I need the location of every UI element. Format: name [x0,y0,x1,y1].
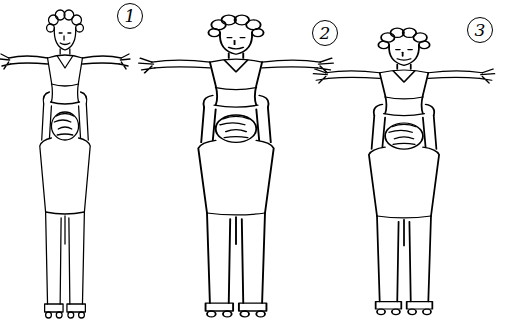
callout-number: 1 [117,3,143,29]
callout-number: 2 [312,20,338,46]
pair-figure [139,15,333,317]
pair-figure [314,28,495,314]
callout-number: 3 [467,17,493,43]
pair-figure [0,10,130,318]
